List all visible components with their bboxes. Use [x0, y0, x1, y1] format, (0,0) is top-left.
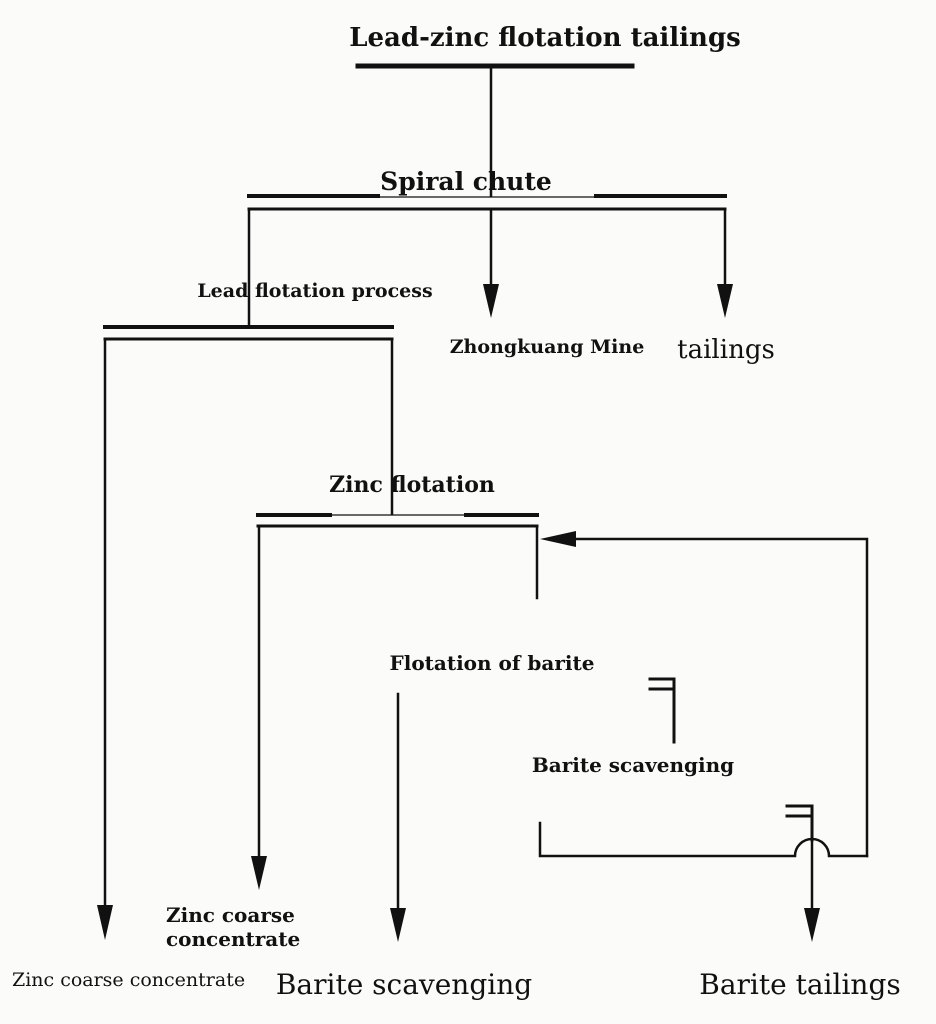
barite-scavenging-label: Barite scavenging — [532, 753, 734, 777]
feed-title: Lead-zinc flotation tailings — [349, 23, 741, 53]
zinc-flotation-bar — [256, 513, 539, 528]
tailings-arrow-icon — [717, 284, 733, 318]
lead-output-arrow-icon — [97, 905, 113, 940]
zinc-concentrate-arrow-icon — [251, 856, 267, 890]
barite-flotation-label: Flotation of barite — [390, 651, 595, 675]
recycle-arrow-icon — [540, 531, 576, 547]
zhongkuang-mine-label: Zhongkuang Mine — [450, 336, 645, 358]
barite-tailings-arrow-icon — [804, 908, 820, 942]
zinc-flotation-label: Zinc flotation — [329, 472, 495, 498]
spiral-tailings-label: tailings — [677, 335, 775, 365]
output-barite-tailings-label: Barite tailings — [699, 968, 900, 1001]
zinc-concentrate-label-line1: Zinc coarse — [166, 903, 295, 927]
lead-flotation-bar — [103, 325, 394, 341]
barite-cell-bracket — [648, 677, 676, 744]
zinc-concentrate-label-line2: concentrate — [166, 927, 300, 951]
output-barite-scavenging-label: Barite scavenging — [276, 968, 532, 1001]
zhongkuang-arrow-icon — [483, 284, 499, 318]
scavenging-base-line — [538, 821, 869, 858]
spiral-chute-label: Spiral chute — [380, 167, 552, 196]
output-zinc-coarse-concentrate-label: Zinc coarse concentrate — [12, 969, 245, 991]
barite-output-arrow-icon — [390, 908, 406, 942]
lead-flotation-label: Lead flotation process — [197, 280, 432, 302]
recycle-loop — [540, 531, 869, 858]
spiral-chute-bar — [247, 194, 727, 211]
scavenging-cell-bracket — [785, 804, 814, 842]
